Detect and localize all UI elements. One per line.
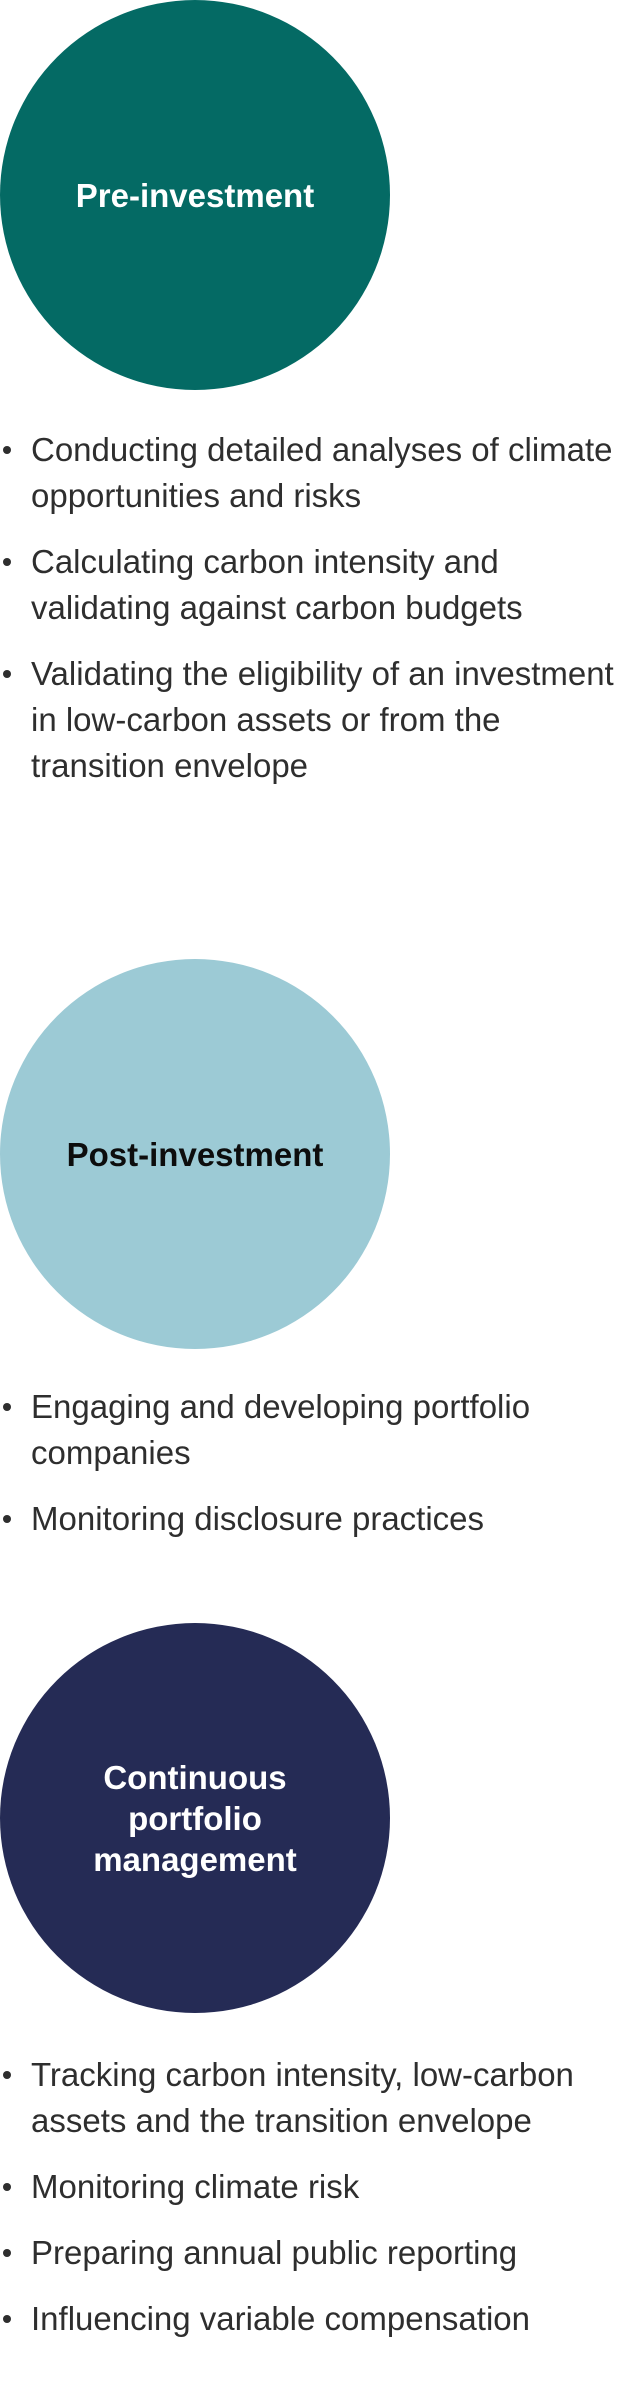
list-item-text: Influencing variable compensation (31, 2300, 530, 2337)
list-item: Tracking carbon intensity, low-carbon as… (0, 2052, 626, 2144)
list-item: Validating the eligibility of an investm… (0, 651, 626, 789)
pre-investment-circle: Pre-investment (0, 0, 390, 390)
list-item-text: Engaging and developing portfolio compan… (31, 1388, 531, 1471)
list-item: Monitoring disclosure practices (0, 1496, 626, 1542)
list-item: Influencing variable compensation (0, 2296, 626, 2342)
pre-investment-list: Conducting detailed analyses of climate … (0, 427, 626, 809)
bullet-dot-icon (3, 2071, 11, 2079)
post-investment-list: Engaging and developing portfolio compan… (0, 1384, 626, 1562)
post-investment-title: Post-investment (66, 1135, 324, 1173)
bullet-dot-icon (3, 2183, 11, 2191)
list-item-text: Monitoring climate risk (31, 2168, 360, 2205)
bullet-dot-icon (3, 1403, 11, 1411)
list-item-text: Calculating carbon intensity and validat… (31, 543, 523, 626)
list-item-text: Validating the eligibility of an investm… (31, 655, 614, 784)
continuous-portfolio-management-title: Continuous portfolio management (93, 1758, 297, 1878)
bullet-dot-icon (3, 558, 11, 566)
list-item: Engaging and developing portfolio compan… (0, 1384, 626, 1476)
continuous-portfolio-management-circle: Continuous portfolio management (0, 1623, 390, 2013)
bullet-dot-icon (3, 2249, 11, 2257)
list-item: Conducting detailed analyses of climate … (0, 427, 626, 519)
post-investment-circle: Post-investment (0, 959, 390, 1349)
list-item-text: Conducting detailed analyses of climate … (31, 431, 613, 514)
bullet-dot-icon (3, 446, 11, 454)
list-item: Preparing annual public reporting (0, 2230, 626, 2276)
bullet-dot-icon (3, 2315, 11, 2323)
list-item: Monitoring climate risk (0, 2164, 626, 2210)
bullet-dot-icon (3, 1515, 11, 1523)
bullet-dot-icon (3, 670, 11, 678)
list-item-text: Monitoring disclosure practices (31, 1500, 485, 1537)
continuous-portfolio-management-list: Tracking carbon intensity, low-carbon as… (0, 2052, 626, 2362)
pre-investment-title: Pre-investment (75, 176, 315, 214)
list-item-text: Preparing annual public reporting (31, 2234, 518, 2271)
list-item: Calculating carbon intensity and validat… (0, 539, 626, 631)
list-item-text: Tracking carbon intensity, low-carbon as… (31, 2056, 574, 2139)
